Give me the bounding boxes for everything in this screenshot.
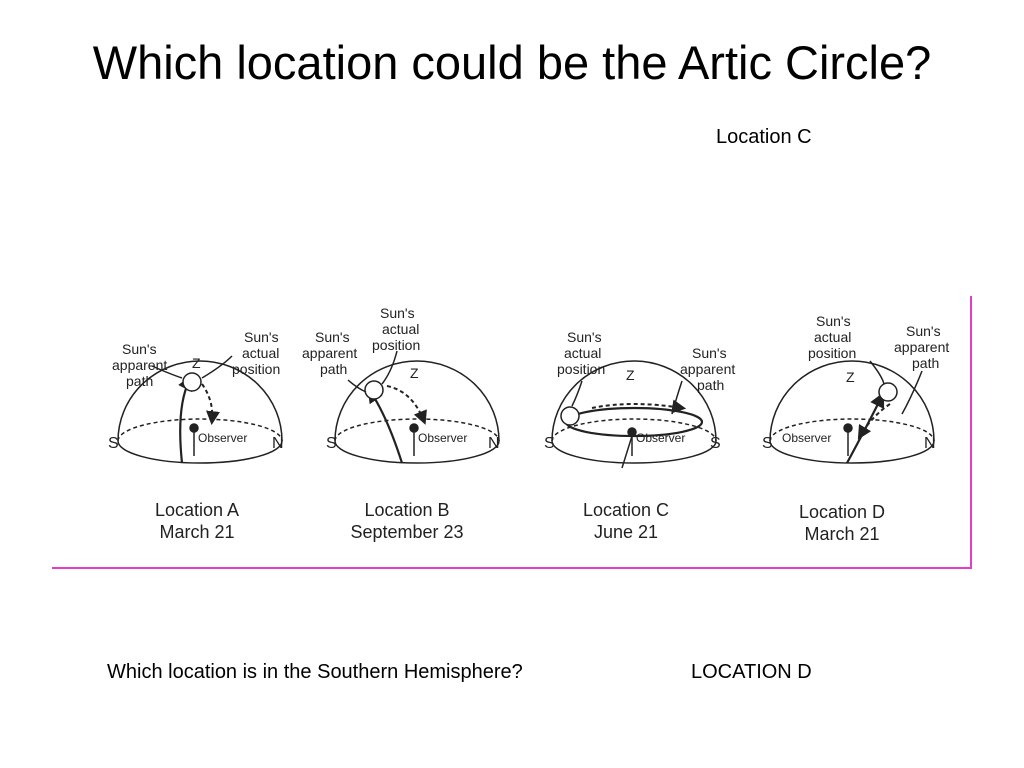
panel-a-dome — [117, 360, 283, 442]
panel-c-horizon-back — [551, 418, 717, 442]
panel-d-date: March 21 — [804, 524, 879, 544]
panel-d-observer-label: Observer — [782, 431, 831, 445]
panel-a-actual-path — [201, 383, 220, 426]
panel-c-horizon-front — [551, 440, 717, 464]
panel-a-left-direction: S — [108, 435, 119, 452]
panel-c-pole-line — [621, 435, 633, 469]
panel-a-right-direction: N — [272, 435, 284, 452]
panel-b-actual-label-3: position — [372, 337, 420, 353]
panel-d-actual-label-1: Sun's — [816, 313, 851, 329]
panel-c-apparent-label-1: Sun's — [692, 345, 727, 361]
panel-c-observer-dot — [627, 427, 637, 437]
panel-b-apparent-path — [367, 387, 404, 464]
panel-c-observer-label: Observer — [636, 431, 685, 445]
panel-b-apparent-label-3: path — [320, 361, 347, 377]
panel-c-location: Location C — [583, 500, 669, 520]
panel-c-zenith: Z — [626, 367, 635, 383]
panel-b-actual-label-1: Sun's — [380, 305, 415, 321]
panel-d-sun — [878, 382, 898, 402]
panel-b-dome — [334, 360, 500, 442]
panel-d-right-direction: N — [924, 435, 936, 452]
panel-c-right-direction: S — [710, 435, 721, 452]
panel-a-apparent-path — [178, 374, 193, 464]
panel-d-observer-dot — [843, 423, 853, 433]
panel-c-leader-1 — [571, 380, 583, 407]
panel-b-left-direction: S — [326, 435, 337, 452]
panel-c-apparent-label-3: path — [697, 377, 724, 393]
panel-a-diagram — [117, 355, 283, 464]
panel-a-horizon-front — [117, 440, 283, 464]
panel-b-sun — [364, 380, 384, 400]
panel-b-date: September 23 — [350, 522, 463, 542]
panel-a-horizon-back — [117, 418, 283, 442]
panel-b-leader-2 — [381, 350, 398, 385]
panel-d-apparent-label-3: path — [912, 355, 939, 371]
panel-a-observer-label: Observer — [198, 431, 247, 445]
panel-c-date: June 21 — [594, 522, 658, 542]
panel-c-dome — [551, 360, 717, 442]
panel-d-dome — [769, 360, 935, 442]
panel-b-apparent-label-1: Sun's — [315, 329, 350, 345]
panel-a-actual-label-1: Sun's — [244, 329, 279, 345]
panel-d-actual-label-2: actual — [814, 329, 851, 345]
panel-a-observer-dot — [189, 423, 199, 433]
panel-d-left-direction: S — [762, 435, 773, 452]
panel-c-actual-label-3: position — [557, 361, 605, 377]
southern-hemisphere-answer: LOCATION D — [691, 661, 812, 683]
panel-c-actual-label-2: actual — [564, 345, 601, 361]
panel-b-horizon-back — [334, 418, 500, 442]
panel-c-leader-2 — [671, 380, 683, 415]
panel-a-leader-2 — [201, 355, 233, 379]
panel-a-apparent-label-2: apparent — [112, 357, 167, 373]
panel-b-observer-dot — [409, 423, 419, 433]
sun-path-diagram: Sun's apparent path Sun's actual positio… — [52, 296, 972, 569]
panel-d-apparent-label-1: Sun's — [906, 323, 941, 339]
panel-c-actual-label-1: Sun's — [567, 329, 602, 345]
panel-c-sun — [560, 406, 580, 426]
panel-d-zenith: Z — [846, 369, 855, 385]
panel-b-right-direction: N — [488, 435, 500, 452]
panel-a-date: March 21 — [159, 522, 234, 542]
panel-a-zenith: Z — [192, 355, 201, 371]
panel-a-apparent-label-3: path — [126, 373, 153, 389]
panel-a-apparent-label-1: Sun's — [122, 341, 157, 357]
panel-d-apparent-label-2: apparent — [894, 339, 949, 355]
panel-d-actual-label-3: position — [808, 345, 856, 361]
panel-c-apparent-label-2: apparent — [680, 361, 735, 377]
panel-d-horizon-back — [769, 418, 935, 442]
panel-a-location: Location A — [155, 500, 239, 520]
panel-d-leader-1 — [869, 360, 885, 385]
panel-b-leader-1 — [347, 379, 367, 393]
panel-b-actual-path — [386, 385, 427, 425]
panel-d-horizon-front — [769, 440, 935, 464]
panel-b-zenith: Z — [410, 365, 419, 381]
panel-b-observer-label: Observer — [418, 431, 467, 445]
panel-b-horizon-front — [334, 440, 500, 464]
panel-a-sun — [182, 372, 202, 392]
panel-b-diagram — [334, 350, 500, 464]
panel-a-actual-label-2: actual — [242, 345, 279, 361]
panel-c-left-direction: S — [544, 435, 555, 452]
panel-a-leader-1 — [151, 365, 183, 379]
panel-c-diagram — [551, 360, 717, 469]
panel-c-actual-path — [591, 399, 687, 414]
slide-title: Which location could be the Artic Circle… — [92, 36, 932, 89]
southern-hemisphere-question: Which location is in the Southern Hemisp… — [107, 661, 523, 683]
panel-a-actual-label-3: position — [232, 361, 280, 377]
sun-path-svg: Sun's apparent path Sun's actual positio… — [108, 305, 949, 544]
panel-d-actual-path — [857, 403, 891, 440]
panel-d-leader-2 — [901, 370, 923, 415]
answer-location-c: Location C — [716, 126, 812, 148]
panel-b-apparent-label-2: apparent — [302, 345, 357, 361]
panel-b-actual-label-2: actual — [382, 321, 419, 337]
panel-b-location: Location B — [364, 500, 449, 520]
panel-d-diagram — [769, 360, 935, 464]
panel-d-location: Location D — [799, 502, 885, 522]
